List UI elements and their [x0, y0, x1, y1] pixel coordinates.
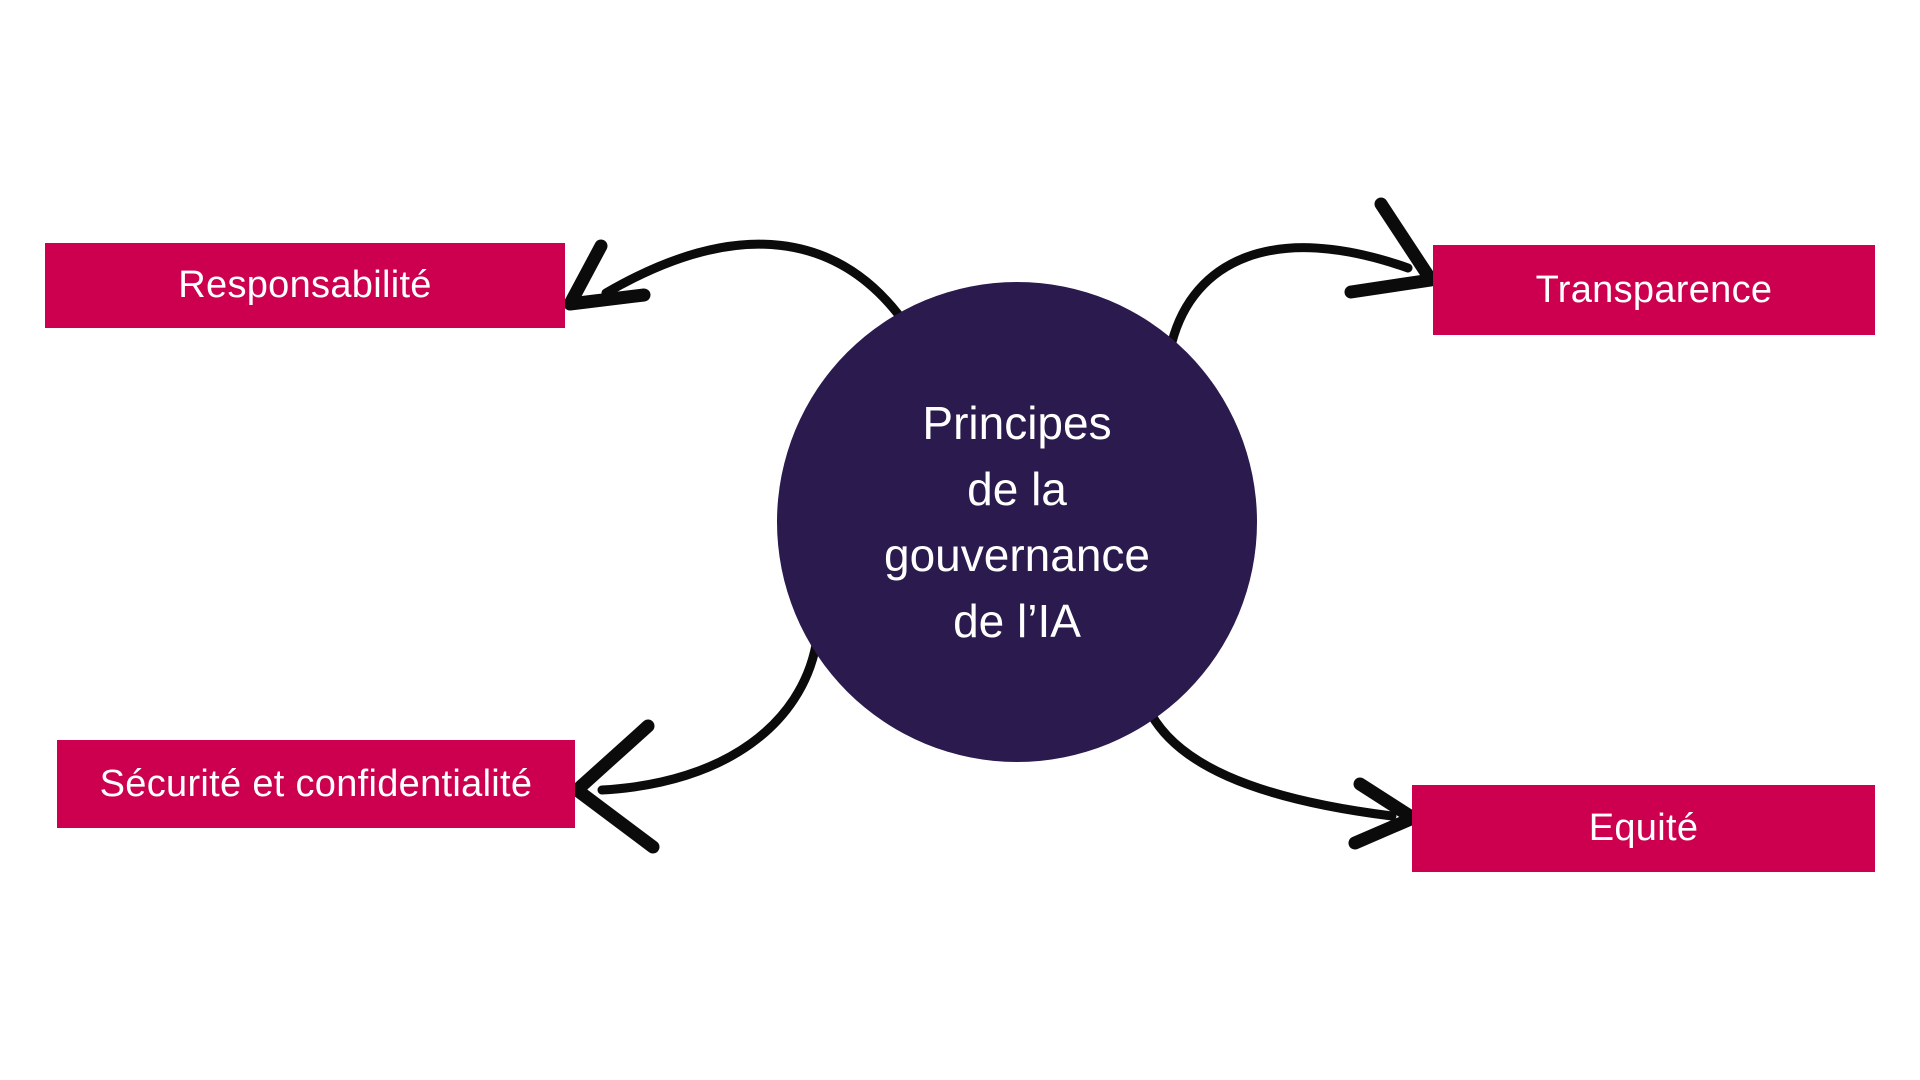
node-equite: Equité — [1412, 785, 1875, 872]
node-equite-label: Equité — [1588, 807, 1699, 849]
central-topic-line: de la — [967, 463, 1067, 515]
node-transparence-label: Transparence — [1535, 268, 1773, 311]
node-securite-confidentialite: Sécurité et confidentialité — [57, 740, 575, 828]
arrow-to-transparence — [1167, 197, 1438, 347]
central-topic-line: Principes — [922, 397, 1112, 449]
node-securite-confidentialite-label: Sécurité et confidentialité — [99, 762, 533, 805]
arrow-to-responsabilite — [563, 239, 903, 319]
central-topic-circle: Principes de la gouvernance de l’IA — [777, 282, 1257, 762]
node-responsabilite-label: Responsabilité — [178, 264, 432, 306]
central-topic-line: de l’IA — [953, 595, 1081, 647]
central-topic-line: gouvernance — [884, 529, 1150, 581]
arrow-to-securite — [570, 640, 821, 854]
arrow-to-equite — [1146, 709, 1420, 850]
node-responsabilite: Responsabilité — [45, 243, 565, 328]
node-transparence: Transparence — [1433, 245, 1875, 335]
